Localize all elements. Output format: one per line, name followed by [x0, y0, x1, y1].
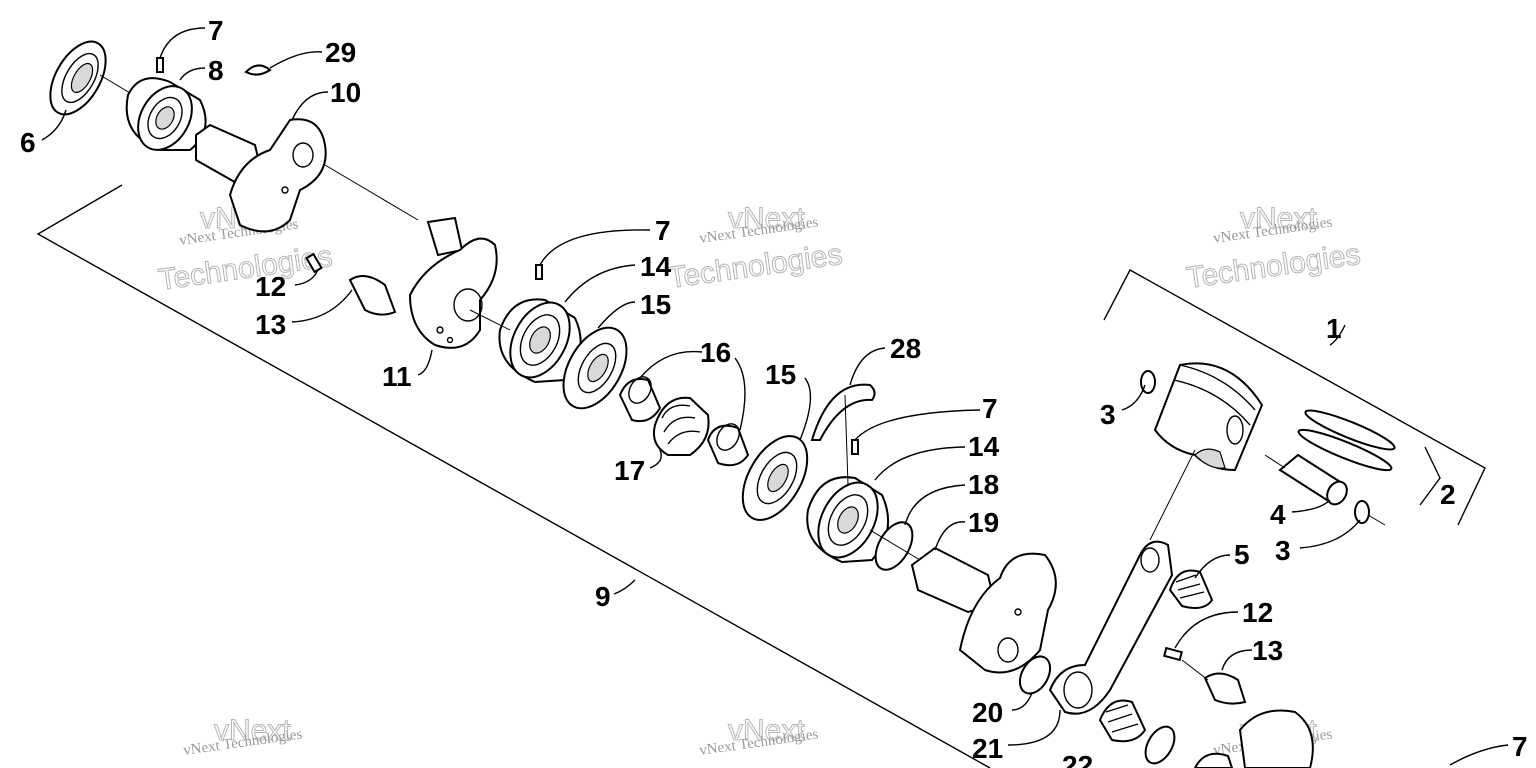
oring-18 [874, 521, 914, 571]
leader-7d [1449, 744, 1509, 766]
washer-partial [1144, 725, 1176, 765]
crank-half-11 [408, 216, 498, 349]
crank-half-10 [195, 118, 327, 233]
callout-7-d: 7 [1512, 731, 1528, 762]
callout-4: 4 [1270, 499, 1286, 530]
svg-text:Technologies: Technologies [1184, 238, 1362, 295]
piston-ring-2-b [1297, 428, 1393, 472]
ring-28 [810, 383, 876, 441]
callout-12-b: 12 [1242, 597, 1273, 628]
seal-6 [49, 40, 107, 116]
svg-text:Technologies: Technologies [666, 238, 844, 295]
callout-11: 11 [382, 361, 412, 392]
pin-7-a [156, 57, 164, 73]
bearing-14-b [806, 476, 889, 564]
pin-12-b [1163, 646, 1183, 662]
watermark-4: vNext vNext Technologies [182, 714, 303, 759]
callout-15-a: 15 [640, 289, 671, 320]
svg-text:vNext: vNext [728, 202, 805, 235]
leader-lines [41, 27, 1361, 746]
bearing-14-a [498, 298, 582, 384]
callout-7-b: 7 [655, 215, 671, 246]
needle-bearing-22 [1098, 699, 1147, 743]
callout-10: 10 [330, 77, 361, 108]
watermark-3: vNext vNext Technologies Technologies [1184, 202, 1363, 296]
bearing-8 [125, 77, 207, 151]
callout-9: 9 [595, 581, 611, 612]
pin-7-b [535, 264, 543, 280]
callout-labels: 7 8 29 10 6 12 13 11 7 14 15 16 15 28 17… [20, 15, 1528, 768]
piston-1 [1153, 362, 1264, 472]
svg-text:vNext: vNext [1240, 202, 1317, 235]
callout-1: 1 [1326, 313, 1342, 344]
callout-2: 2 [1440, 479, 1456, 510]
seal-15-a [562, 326, 628, 410]
needle-bearing-5 [1168, 569, 1214, 609]
callout-17: 17 [614, 455, 645, 486]
pin-7-c [851, 439, 859, 455]
callout-8: 8 [208, 55, 224, 86]
callout-14-a: 14 [640, 251, 672, 282]
callout-5: 5 [1234, 539, 1250, 570]
key-29 [244, 64, 272, 76]
callout-16: 16 [700, 337, 731, 368]
circlip-3-b [1354, 500, 1370, 524]
crank-half-partial [1238, 709, 1314, 768]
callout-3-b: 3 [1275, 535, 1291, 566]
watermark-2: vNext vNext Technologies Technologies [666, 202, 845, 296]
callout-7-c: 7 [982, 393, 998, 424]
sleeve-16-b [706, 423, 750, 467]
seal-15-b [741, 435, 809, 521]
pin-12-a [305, 252, 323, 274]
callout-7-a: 7 [208, 15, 224, 46]
callout-12-a: 12 [255, 271, 286, 302]
svg-text:vNext: vNext [214, 714, 291, 747]
callout-19: 19 [968, 507, 999, 538]
callout-13-a: 13 [255, 309, 286, 340]
callout-20: 20 [972, 697, 1003, 728]
callout-15-b: 15 [765, 359, 796, 390]
crank-assembly-bracket [36, 184, 991, 768]
weight-13-a [348, 275, 397, 316]
callout-28: 28 [890, 333, 921, 364]
callout-14-b: 14 [968, 431, 1000, 462]
wrist-pin-4 [1278, 453, 1348, 506]
center-axis [99, 74, 1386, 681]
callout-13-b: 13 [1252, 635, 1283, 666]
svg-text:vNext: vNext [728, 714, 805, 747]
sleeve-16-a [618, 376, 662, 423]
callout-22: 22 [1062, 750, 1093, 768]
piston-ring-2-a [1304, 409, 1396, 451]
crank-half-19 [910, 546, 1057, 674]
conrod-21 [1048, 540, 1174, 715]
callout-3-a: 3 [1100, 399, 1116, 430]
weight-13-b [1203, 672, 1247, 705]
callout-18: 18 [968, 469, 999, 500]
bearing-partial [1193, 752, 1234, 768]
callout-6: 6 [20, 127, 36, 158]
callout-21: 21 [972, 733, 1003, 764]
callout-29: 29 [325, 37, 356, 68]
watermark-5: vNext vNext Technologies [698, 714, 819, 759]
washer-20 [1018, 655, 1052, 695]
piston-kit-bracket [1103, 269, 1486, 526]
labyrinth-17 [652, 396, 710, 456]
